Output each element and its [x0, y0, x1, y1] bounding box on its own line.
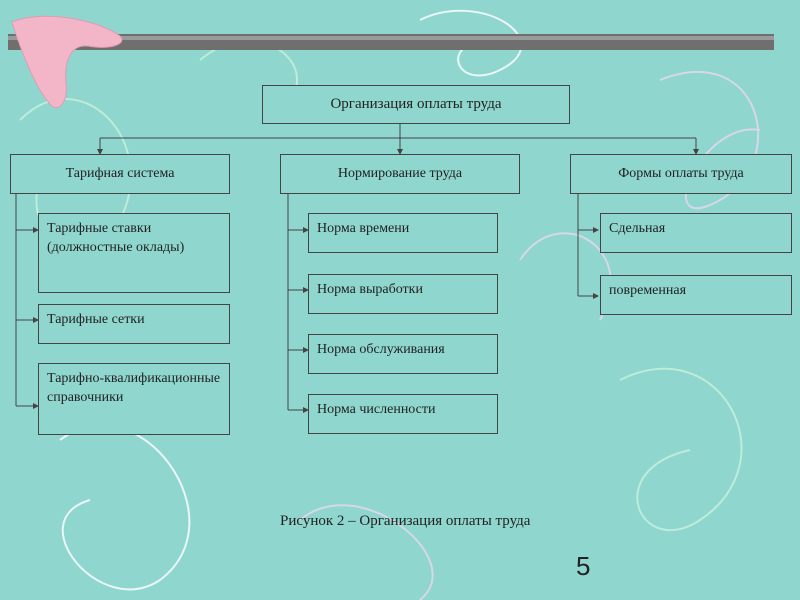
doodle-shape: [519, 232, 612, 321]
item-time-norm: Норма времени: [308, 213, 498, 253]
doodle-shape: [419, 9, 523, 77]
doodle-shape: [59, 424, 191, 591]
item-label: Норма выработки: [317, 282, 423, 297]
boomerang-logo: [11, 15, 123, 108]
root-node: Организация оплаты труда: [262, 85, 570, 124]
page-number: 5: [576, 551, 591, 581]
title-bar-highlight: [8, 36, 774, 40]
branch-label: Нормирование труда: [337, 165, 463, 181]
item-piecework: Сдельная: [600, 213, 792, 253]
figure-caption: Рисунок 2 – Организация оплаты труда: [280, 513, 531, 529]
item-label: Тарифные сетки: [47, 312, 145, 327]
branch-tariff-system: Тарифная система: [10, 154, 230, 194]
doodle-shape: [619, 367, 743, 532]
branch-label: Тарифная система: [65, 165, 175, 181]
doodle-shape: [659, 71, 761, 209]
item-label: повременная: [609, 283, 687, 298]
item-service-norm: Норма обслуживания: [308, 334, 498, 374]
item-label: Норма времени: [317, 221, 410, 236]
item-headcount-norm: Норма численности: [308, 394, 498, 434]
item-time-based: повременная: [600, 275, 792, 315]
item-output-norm: Норма выработки: [308, 274, 498, 314]
item-label: Норма численности: [317, 402, 436, 417]
item-qualification-handbooks: Тарифно-квалификационные справочники: [38, 363, 230, 435]
branch-pay-forms: Формы оплаты труда: [570, 154, 792, 194]
item-label: Тарифные ставки (должностные оклады): [47, 221, 185, 255]
item-label: Норма обслуживания: [317, 342, 445, 357]
branch-labor-norming: Нормирование труда: [280, 154, 520, 194]
item-label: Сдельная: [609, 221, 666, 236]
item-label: Тарифно-квалификационные справочники: [47, 371, 221, 405]
doodle-shape: [299, 504, 434, 600]
root-label: Организация оплаты труда: [330, 96, 502, 113]
item-tariff-rates: Тарифные ставки (должностные оклады): [38, 213, 230, 293]
branch-label: Формы оплаты труда: [618, 165, 744, 181]
item-tariff-grids: Тарифные сетки: [38, 304, 230, 344]
